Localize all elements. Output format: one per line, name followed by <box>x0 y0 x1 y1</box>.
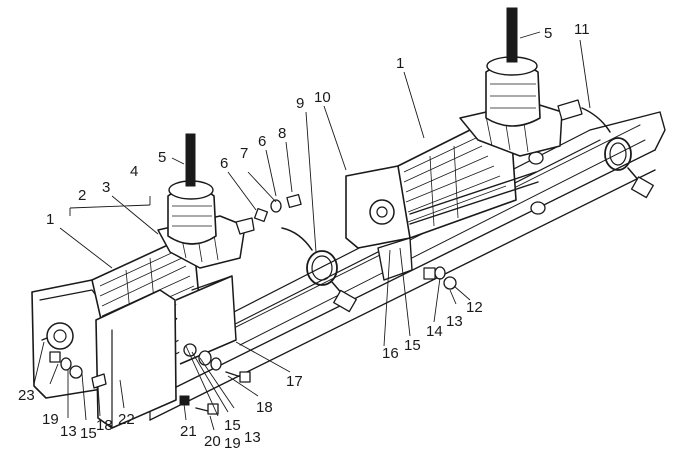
callout-13-right: 13 <box>446 313 463 330</box>
callout-15-bracket: 15 <box>224 417 241 434</box>
callout-15-right: 15 <box>404 337 421 354</box>
callout-14: 14 <box>426 323 443 340</box>
coiled-pipe-rear <box>581 107 654 199</box>
callout-18-front: 18 <box>96 417 113 434</box>
callout-12: 12 <box>466 299 483 316</box>
callout-16: 16 <box>382 345 399 362</box>
callout-10: 10 <box>314 89 331 106</box>
callout-20: 20 <box>204 433 221 450</box>
callout-3: 3 <box>102 179 110 196</box>
callout-13-front: 13 <box>60 423 77 440</box>
callout-5-front: 5 <box>158 149 166 166</box>
callout-labels: 1 1 2 3 4 5 5 6 6 7 8 9 10 11 12 13 13 1… <box>18 21 590 452</box>
callout-17: 17 <box>286 373 303 390</box>
callout-8: 8 <box>278 125 286 142</box>
callout-15-front: 15 <box>80 425 97 442</box>
callout-7: 7 <box>240 145 248 162</box>
callout-5-rear: 5 <box>544 25 552 42</box>
callout-2: 2 <box>78 187 86 204</box>
callout-23: 23 <box>18 387 35 404</box>
callout-22: 22 <box>118 411 135 428</box>
callout-1-front: 1 <box>46 211 54 228</box>
leader-lines <box>33 31 591 431</box>
front-cylinder-unit <box>31 133 255 429</box>
callout-9: 9 <box>296 95 304 112</box>
callout-6-right: 6 <box>258 133 266 150</box>
callout-19-front: 19 <box>42 411 59 428</box>
callout-21: 21 <box>180 423 197 440</box>
hardware-parts <box>49 193 457 415</box>
coiled-pipe-front <box>281 227 357 313</box>
callout-1-rear: 1 <box>396 55 404 72</box>
callout-19-bracket: 19 <box>224 435 241 452</box>
callout-18-bracket: 18 <box>256 399 273 416</box>
callout-13-bracket: 13 <box>244 429 261 446</box>
callout-4: 4 <box>130 163 138 180</box>
callout-11: 11 <box>574 21 590 38</box>
callout-6-left: 6 <box>220 155 228 172</box>
rear-cylinder-unit <box>345 7 583 281</box>
